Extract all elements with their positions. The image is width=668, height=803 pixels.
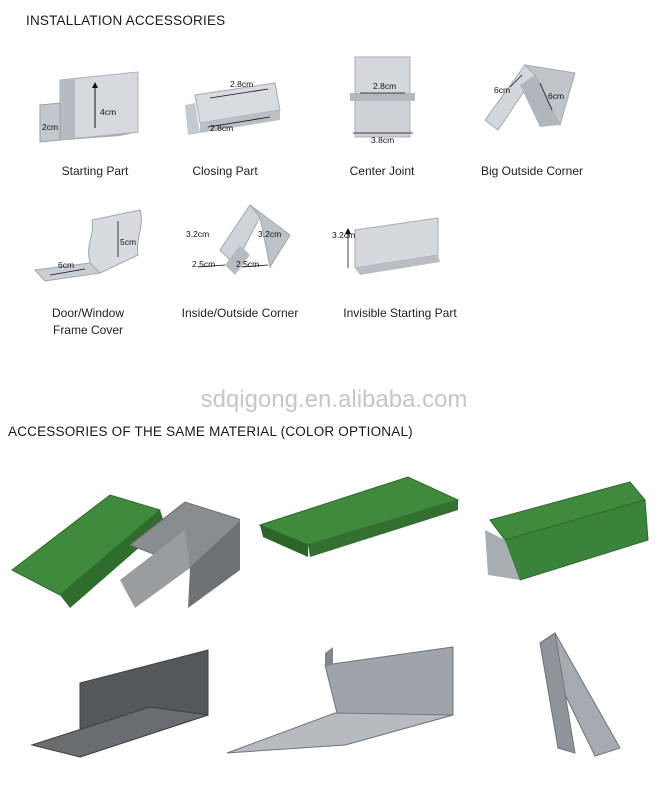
inside-outside-dim-2: 3.2cm: [258, 229, 281, 239]
big-outside-corner-dim-1: 6cm: [494, 85, 510, 95]
dark-grey-angle-profile-image: [30, 649, 209, 758]
closing-part-dim-2: 2.8cm: [210, 123, 233, 133]
green-grey-h-profiles: [10, 490, 243, 610]
door-window-dim-1: 5cm: [120, 237, 136, 247]
galvanized-angle-profile: [225, 645, 455, 760]
big-outside-corner: 6cm 6cm: [480, 55, 590, 140]
galvanized-angle-profile-image: [226, 646, 454, 754]
invisible-starting-part-label: Invisible Starting Part: [343, 306, 457, 320]
galvanized-corner-profile-image: [539, 632, 621, 757]
starting-part-label: Starting Part: [61, 164, 129, 178]
galvanized-corner-profile: [530, 628, 625, 758]
door-window-frame-cover: 5cm 6cm: [30, 205, 150, 285]
inside-outside-dim-3: 2.5cm: [192, 259, 215, 269]
inside-outside-corner-label: Inside/Outside Corner: [181, 306, 299, 320]
closing-part-image: 2.8cm 2.8cm: [185, 79, 281, 135]
green-grey-h-profiles-image: [11, 494, 243, 608]
dark-grey-angle-profile: [30, 645, 215, 760]
closing-part-label: Closing Part: [192, 164, 258, 178]
door-window-dim-2: 6cm: [58, 260, 74, 270]
inside-outside-dim-1: 3.2cm: [186, 229, 209, 239]
starting-part-dim-2: 4cm: [100, 107, 116, 117]
closing-part-dim-1: 2.8cm: [230, 79, 253, 89]
green-h-profile-image: [258, 476, 460, 557]
center-joint-dim-2: 3.8cm: [371, 135, 394, 145]
center-joint-dim-1: 2.8cm: [373, 81, 396, 91]
starting-part-dim-1: 2cm: [42, 122, 58, 132]
big-outside-corner-dim-2: 6cm: [548, 91, 564, 101]
door-window-label-line1: Door/Window: [51, 306, 125, 320]
inside-outside-corner: 3.2cm 3.2cm 2.5cm 2.5cm: [180, 195, 300, 285]
door-window-frame-cover-image: 5cm 6cm: [33, 209, 142, 282]
green-channel-profile: [480, 480, 655, 585]
closing-part: 2.8cm 2.8cm: [180, 65, 290, 145]
center-joint-image: 2.8cm 3.8cm: [350, 56, 415, 145]
green-h-profile: [258, 475, 463, 560]
big-outside-corner-image: 6cm 6cm: [484, 64, 576, 131]
installation-accessories-title: INSTALLATION ACCESSORIES: [26, 13, 226, 28]
green-channel-profile-image: [485, 481, 649, 581]
center-joint-label: Center Joint: [349, 164, 415, 178]
big-outside-corner-label: Big Outside Corner: [480, 164, 584, 178]
invisible-starting-part: 3.2cm: [330, 210, 450, 285]
door-window-frame-cover-label: Door/Window Frame Cover: [28, 305, 148, 339]
invisible-starting-part-image: 3.2cm: [332, 217, 440, 275]
starting-part: 2cm 4cm: [20, 60, 170, 150]
center-joint: 2.8cm 3.8cm: [345, 55, 420, 145]
inside-outside-corner-image: 3.2cm 3.2cm 2.5cm 2.5cm: [186, 204, 291, 275]
door-window-label-line2: Frame Cover: [52, 323, 123, 337]
inside-outside-dim-4: 2.5cm: [236, 259, 259, 269]
same-material-title: ACCESSORIES OF THE SAME MATERIAL (COLOR …: [8, 424, 413, 439]
watermark-text: sdqigong.en.alibaba.com: [200, 386, 468, 413]
starting-part-image: 2cm 4cm: [39, 71, 139, 143]
invisible-starting-dim-1: 3.2cm: [332, 230, 355, 240]
